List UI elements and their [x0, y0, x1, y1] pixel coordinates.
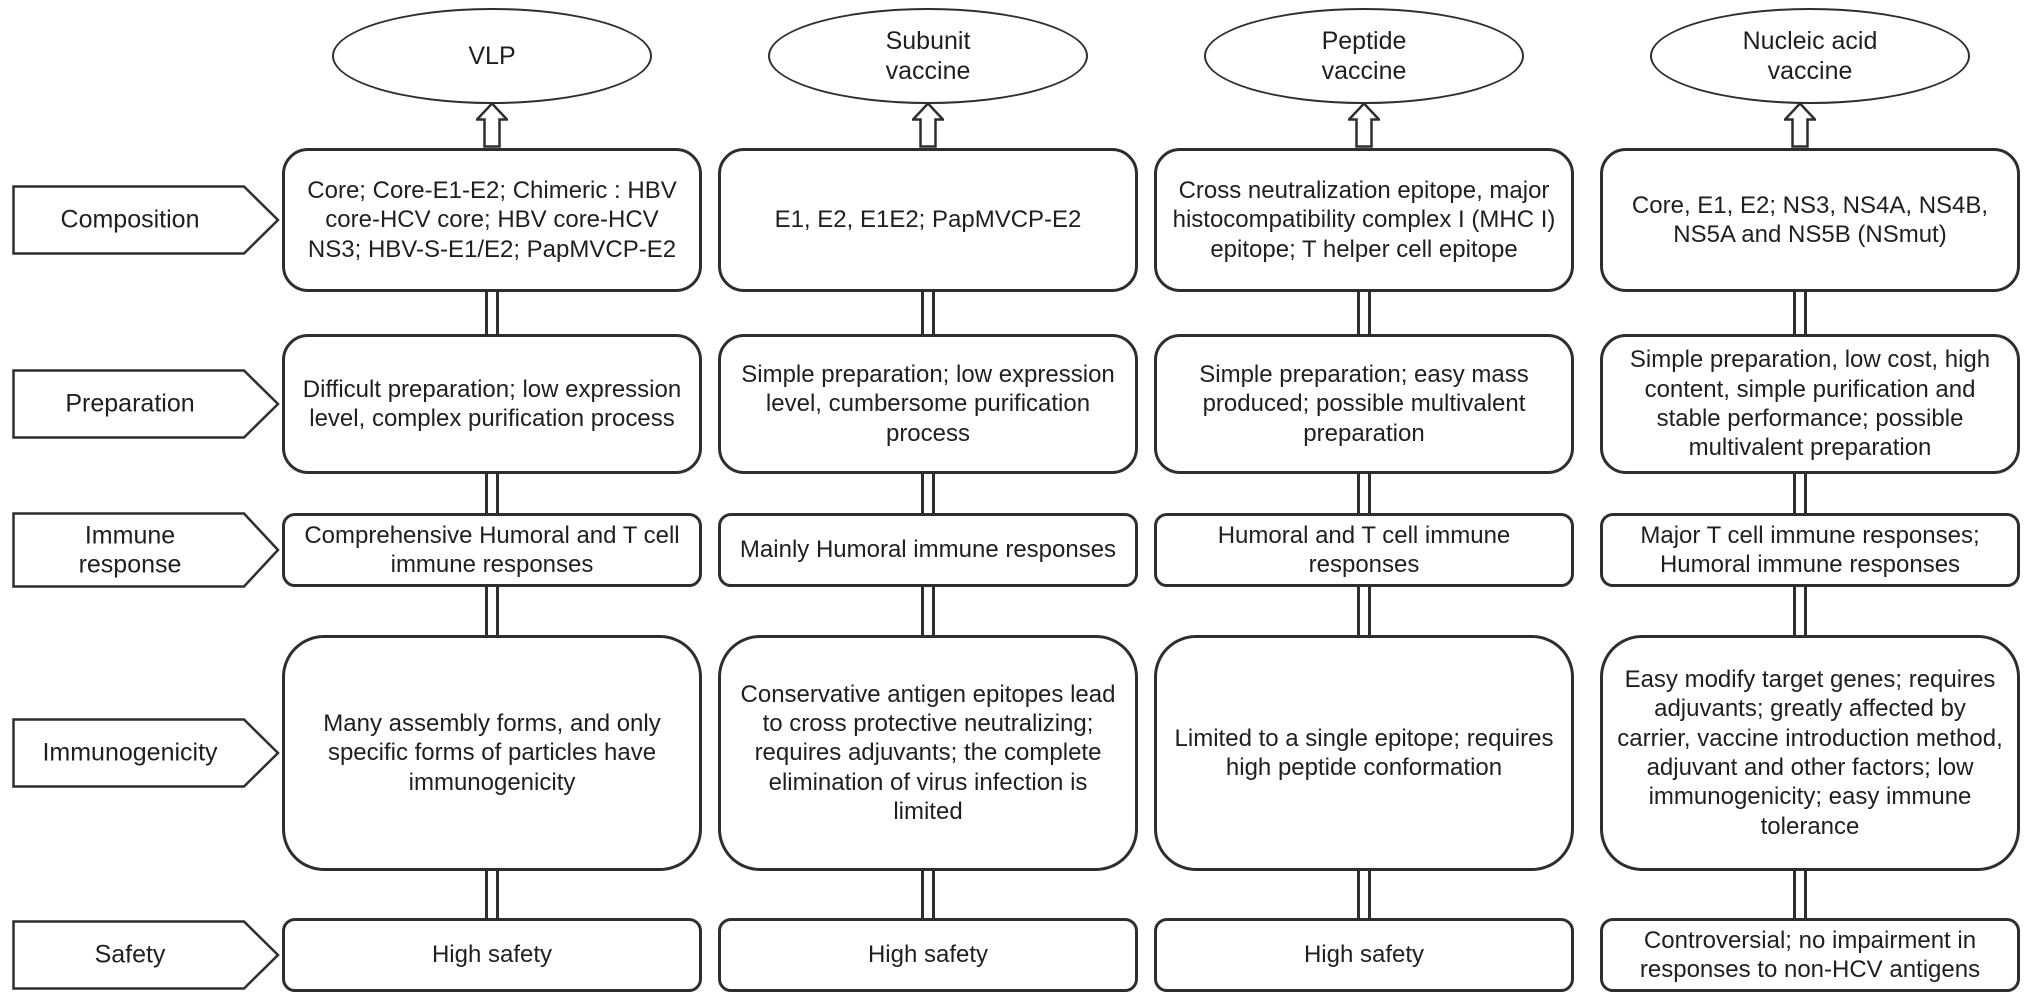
cell-nucleic-immune-response: Major T cell immune responses; Humoral i…	[1600, 513, 2020, 587]
row-label-immune-response: Immune response	[12, 512, 280, 588]
pentagon-arrow-shape	[12, 512, 280, 588]
vaccine-ellipse-peptide: Peptide vaccine	[1204, 8, 1524, 104]
cell-subunit-safety: High safety	[718, 918, 1138, 992]
row-label-text: Preparation	[65, 389, 195, 418]
pentagon-arrow-shape	[12, 185, 280, 255]
connector-line	[485, 472, 499, 515]
connector-line	[485, 869, 499, 920]
connector-line	[921, 290, 935, 336]
connector-line	[485, 290, 499, 336]
connector-line	[921, 585, 935, 637]
connector-line	[921, 472, 935, 515]
up-arrow-icon	[476, 102, 508, 148]
cell-peptide-safety: High safety	[1154, 918, 1574, 992]
up-arrow-icon	[1784, 102, 1816, 148]
cell-subunit-immune-response: Mainly Humoral immune responses	[718, 513, 1138, 587]
cell-nucleic-preparation: Simple preparation, low cost, high conte…	[1600, 334, 2020, 474]
up-arrow-icon	[912, 102, 944, 148]
row-label-text: Safety	[94, 940, 166, 969]
connector-line	[1357, 290, 1371, 336]
cell-subunit-composition: E1, E2, E1E2; PapMVCP-E2	[718, 148, 1138, 292]
cell-vlp-immune-response: Comprehensive Humoral and T cell immune …	[282, 513, 702, 587]
cell-vlp-safety: High safety	[282, 918, 702, 992]
cell-peptide-composition: Cross neutralization epitope, major hist…	[1154, 148, 1574, 292]
vaccine-ellipse-nucleic-acid: Nucleic acid vaccine	[1650, 8, 1970, 104]
cell-subunit-immunogenicity: Conservative antigen epitopes lead to cr…	[718, 635, 1138, 871]
pentagon-arrow-shape	[12, 718, 280, 788]
cell-nucleic-composition: Core, E1, E2; NS3, NS4A, NS4B, NS5A and …	[1600, 148, 2020, 292]
connector-line	[485, 585, 499, 637]
cell-peptide-immunogenicity: Limited to a single epitope; requires hi…	[1154, 635, 1574, 871]
row-label-text: Composition	[60, 205, 200, 234]
cell-subunit-preparation: Simple preparation; low expression level…	[718, 334, 1138, 474]
connector-line	[1357, 585, 1371, 637]
connector-line	[1793, 869, 1807, 920]
cell-vlp-composition: Core; Core-E1-E2; Chimeric : HBV core-HC…	[282, 148, 702, 292]
pentagon-arrow-shape	[12, 369, 280, 439]
connector-line	[1357, 869, 1371, 920]
connector-line	[1793, 585, 1807, 637]
connector-line	[1357, 472, 1371, 515]
up-arrow-icon	[1348, 102, 1380, 148]
connector-line	[921, 869, 935, 920]
vaccine-ellipse-subunit: Subunit vaccine	[768, 8, 1088, 104]
row-label-immunogenicity: Immunogenicity	[12, 718, 280, 788]
pentagon-arrow-shape	[12, 920, 280, 990]
cell-vlp-preparation: Difficult preparation; low expression le…	[282, 334, 702, 474]
cell-peptide-preparation: Simple preparation; easy mass produced; …	[1154, 334, 1574, 474]
cell-nucleic-immunogenicity: Easy modify target genes; requires adjuv…	[1600, 635, 2020, 871]
connector-line	[1793, 472, 1807, 515]
vaccine-ellipse-vlp: VLP	[332, 8, 652, 104]
cell-vlp-immunogenicity: Many assembly forms, and only specific f…	[282, 635, 702, 871]
row-label-text: Immune response	[78, 521, 182, 578]
cell-nucleic-safety: Controversial; no impairment in response…	[1600, 918, 2020, 992]
row-label-preparation: Preparation	[12, 369, 280, 439]
row-label-safety: Safety	[12, 920, 280, 990]
cell-peptide-immune-response: Humoral and T cell immune responses	[1154, 513, 1574, 587]
row-label-composition: Composition	[12, 185, 280, 255]
row-label-text: Immunogenicity	[42, 738, 218, 767]
connector-line	[1793, 290, 1807, 336]
